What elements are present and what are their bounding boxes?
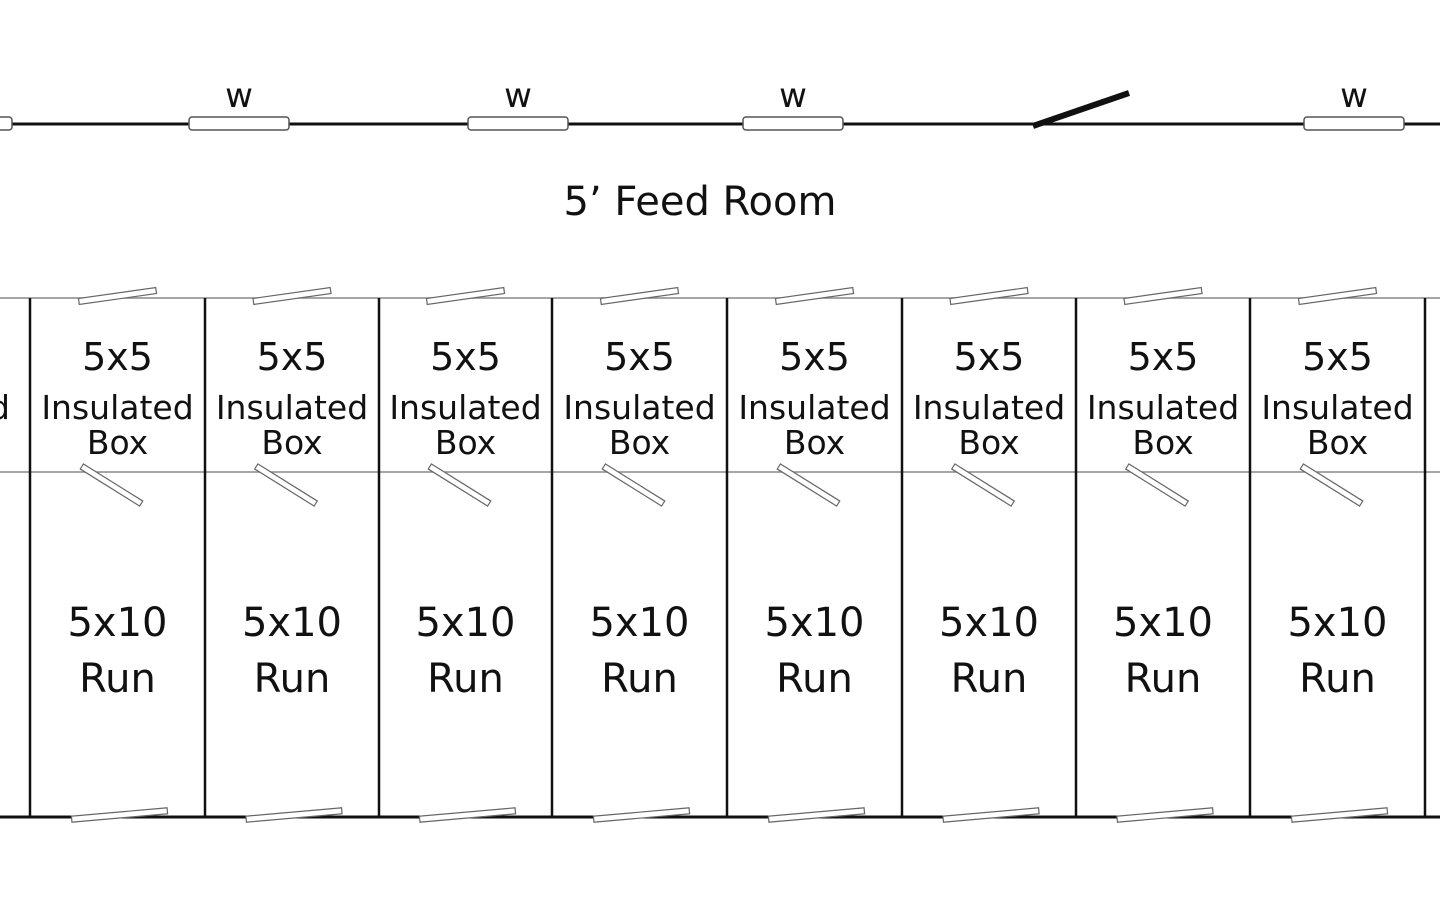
window-label: w (225, 76, 253, 116)
run-type-label: Run (601, 656, 678, 702)
window-marker (1303, 116, 1405, 131)
partial-stall-label: d (0, 390, 10, 426)
run-gate (1116, 807, 1214, 823)
box-size-label: 5x5 (430, 335, 501, 379)
run-gate (418, 807, 517, 823)
box-type-label: Insulated (41, 388, 194, 427)
box-size-label: 5x5 (1127, 335, 1199, 379)
run-type-label: Run (253, 656, 331, 702)
run-type-label: Run (1299, 656, 1376, 702)
box-size-label: 5x5 (256, 335, 328, 379)
window-label: w (1340, 76, 1368, 116)
box-type-label: Box (1306, 423, 1369, 462)
run-size-label: 5x10 (938, 600, 1040, 646)
box-door (425, 286, 506, 306)
box-door (252, 286, 332, 306)
box-type-label: Box (86, 423, 149, 462)
window-label: w (779, 76, 807, 116)
box-door (1123, 286, 1203, 306)
box-to-run-door (427, 463, 492, 507)
box-door (774, 286, 855, 306)
box-to-run-door (950, 463, 1016, 507)
run-type-label: Run (776, 656, 853, 702)
window-marker (742, 116, 844, 131)
box-to-run-door (79, 463, 144, 507)
box-to-run-door (601, 463, 666, 507)
box-type-label: Insulated (738, 388, 891, 427)
box-door (949, 286, 1029, 306)
stall-doors (70, 286, 1389, 823)
window-marker (467, 116, 569, 131)
box-to-run-door (253, 463, 319, 507)
box-to-run-door (1124, 463, 1190, 507)
box-to-run-door (776, 463, 841, 507)
box-type-label: Box (783, 423, 846, 462)
box-type-label: Insulated (215, 388, 369, 427)
run-gate (767, 807, 866, 823)
box-size-label: 5x5 (604, 335, 675, 379)
run-size-label: 5x10 (241, 600, 343, 646)
box-type-label: Insulated (1086, 388, 1240, 427)
box-door (1297, 286, 1378, 306)
box-size-label: 5x5 (1302, 335, 1373, 379)
run-size-label: 5x10 (415, 600, 516, 646)
box-type-label: Insulated (912, 388, 1066, 427)
box-type-label: Insulated (1261, 388, 1414, 427)
run-size-label: 5x10 (1287, 600, 1388, 646)
entry-door (1032, 90, 1130, 129)
window-marker (188, 116, 290, 131)
box-to-run-door (1299, 463, 1364, 507)
box-type-label: Box (958, 423, 1020, 462)
box-door (599, 286, 680, 306)
box-type-label: Box (1132, 423, 1194, 462)
box-size-label: 5x5 (779, 335, 850, 379)
box-door (77, 286, 158, 306)
box-type-label: Box (261, 423, 323, 462)
box-size-label: 5x5 (82, 335, 153, 379)
run-gate (942, 807, 1040, 823)
run-gate (592, 807, 691, 823)
window-label: w (504, 76, 532, 116)
run-size-label: 5x10 (67, 600, 168, 646)
box-size-label: 5x5 (953, 335, 1025, 379)
run-gate (1290, 807, 1389, 823)
run-gate (245, 807, 343, 823)
box-type-label: Box (608, 423, 671, 462)
box-type-label: Insulated (563, 388, 716, 427)
run-type-label: Run (950, 656, 1028, 702)
run-gate (70, 807, 169, 823)
run-size-label: 5x10 (589, 600, 690, 646)
window-marker (0, 116, 13, 131)
run-type-label: Run (427, 656, 504, 702)
stall-partitions (28, 298, 1427, 817)
box-type-label: Insulated (389, 388, 542, 427)
run-size-label: 5x10 (764, 600, 865, 646)
run-type-label: Run (1124, 656, 1202, 702)
box-type-label: Box (434, 423, 497, 462)
run-size-label: 5x10 (1112, 600, 1214, 646)
run-type-label: Run (79, 656, 156, 702)
feed-room-label: 5’ Feed Room (563, 179, 837, 225)
